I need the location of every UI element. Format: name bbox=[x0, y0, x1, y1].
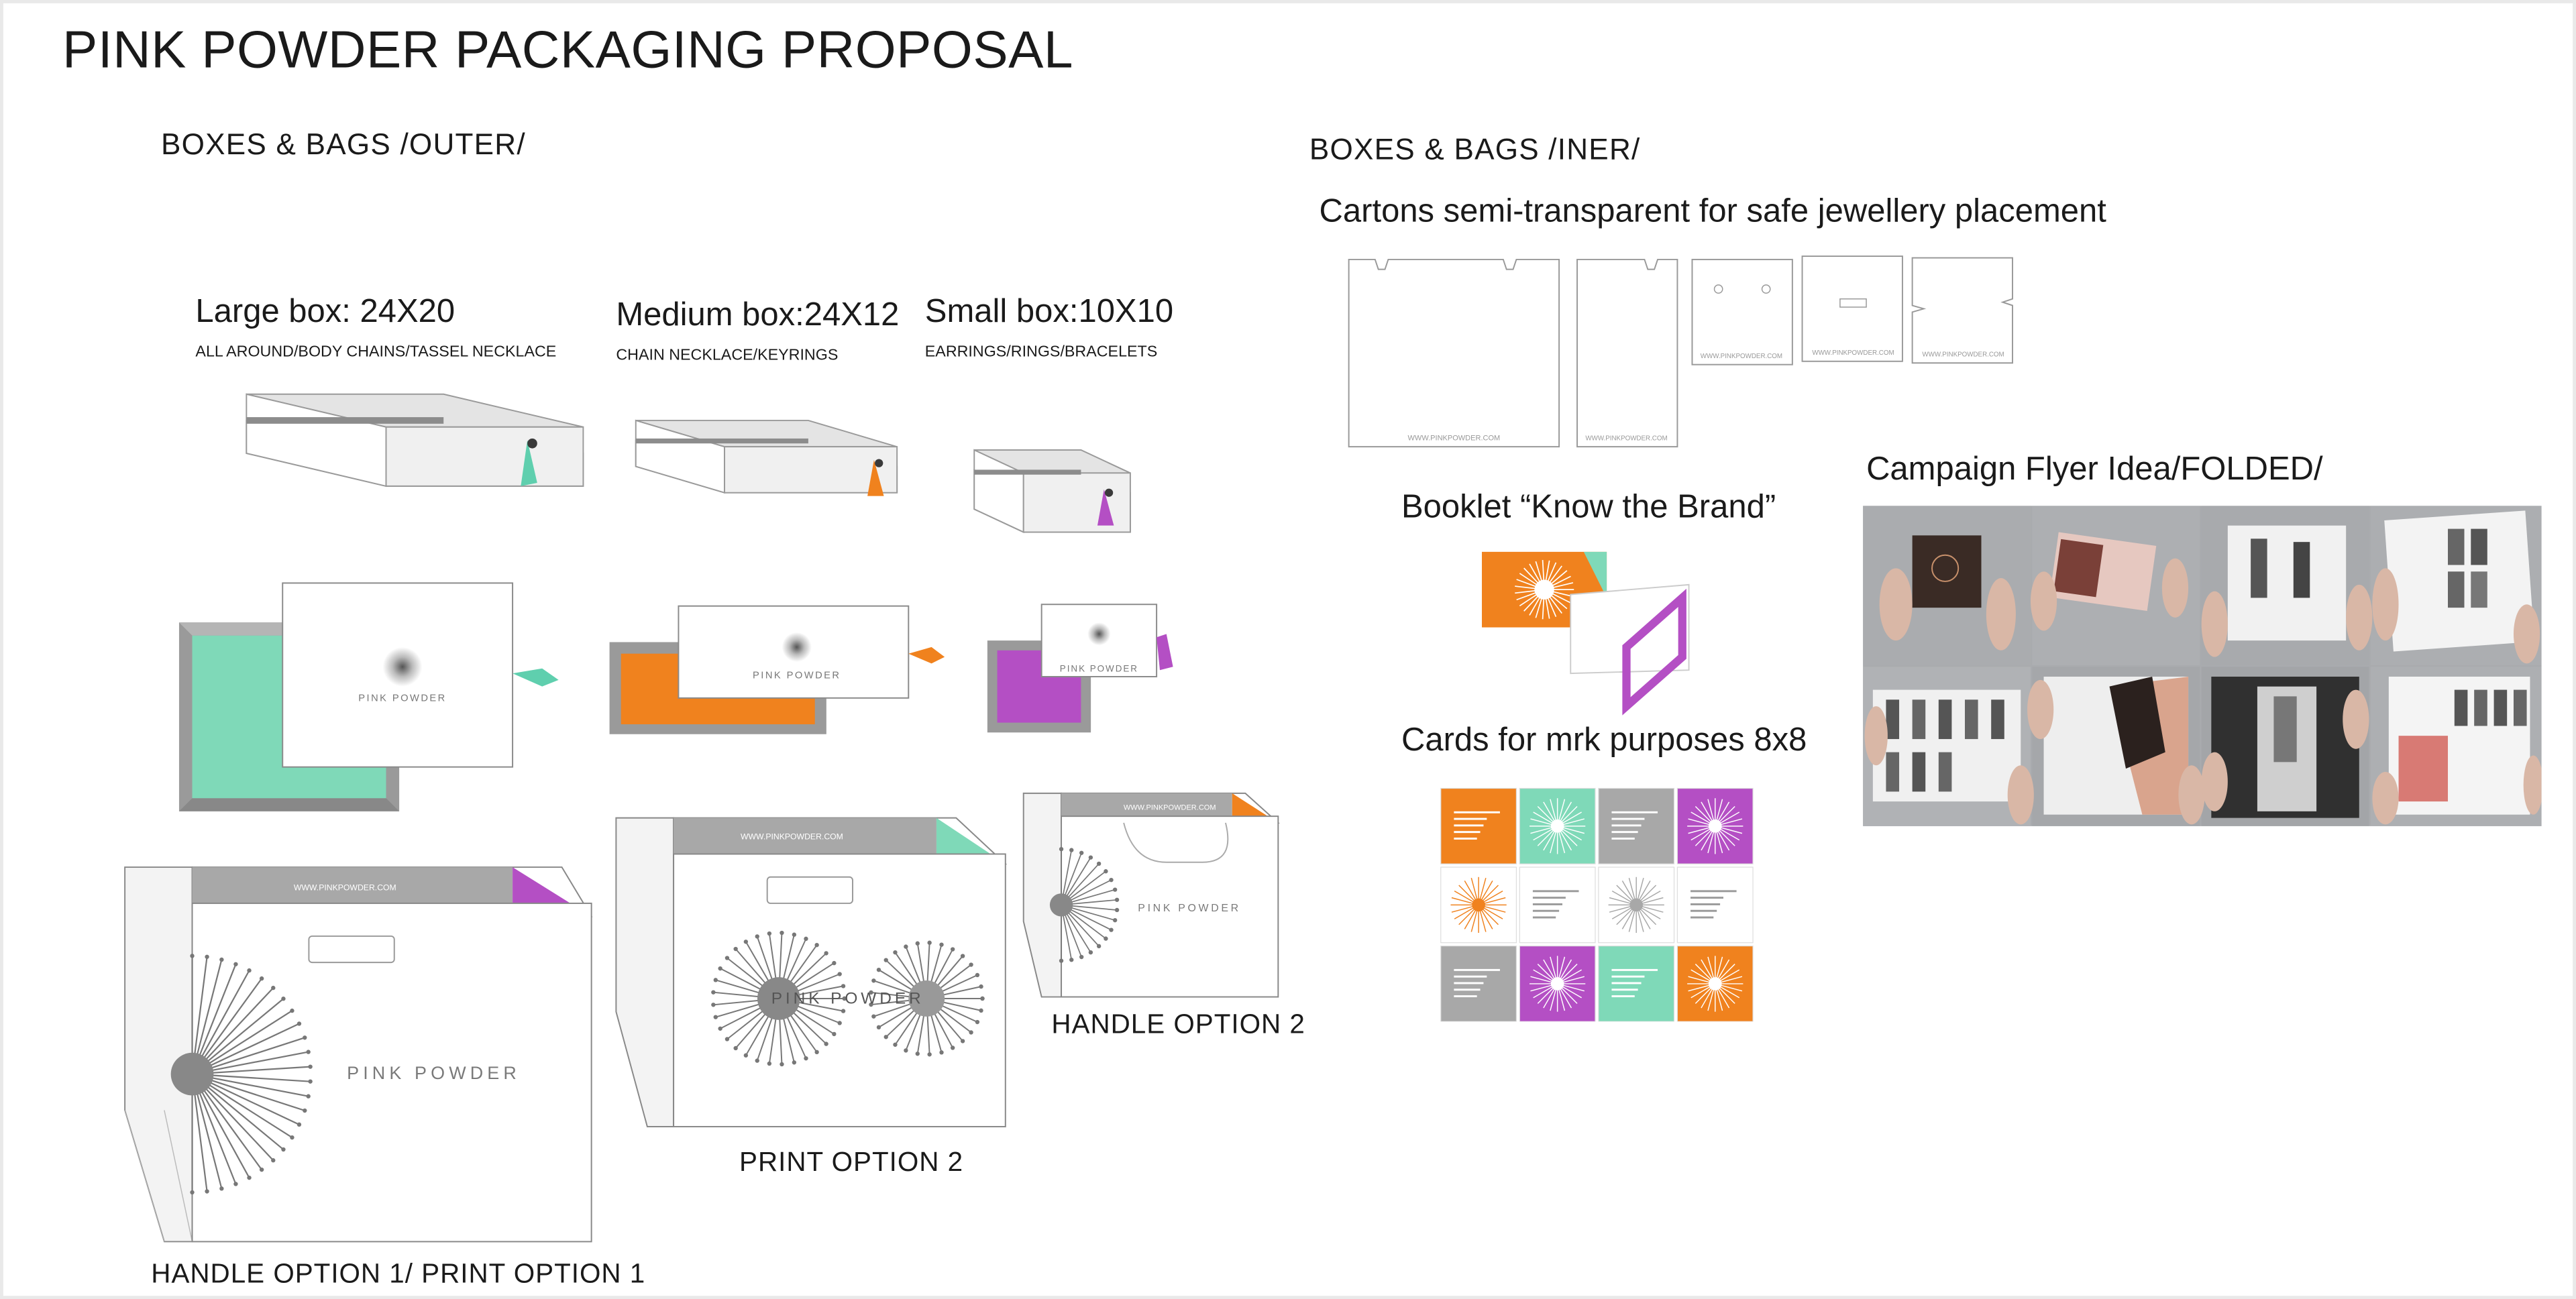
bag-print2: WWW.PINKPOWDER.COM PINK POWDER bbox=[615, 817, 1008, 1127]
large-box-desc: ALL AROUND/BODY CHAINS/TASSEL NECKLACE bbox=[195, 343, 557, 361]
flyer-photo-grid bbox=[1863, 506, 2542, 826]
section-outer-heading: BOXES & BAGS /OUTER/ bbox=[161, 128, 526, 162]
large-box-label: Large box: 24X20 bbox=[195, 294, 455, 331]
bag3-url: WWW.PINKPOWDER.COM bbox=[1124, 803, 1216, 811]
carton5-url: WWW.PINKPOWDER.COM bbox=[1922, 351, 2004, 358]
small-box-open: PINK POWDER bbox=[987, 604, 1173, 733]
bag1-url: WWW.PINKPOWDER.COM bbox=[294, 883, 396, 892]
booklet-label: Booklet “Know the Brand” bbox=[1401, 489, 1776, 526]
small-lid-brand: PINK POWDER bbox=[1060, 664, 1138, 674]
cards-label: Cards for mrk purposes 8x8 bbox=[1401, 722, 1807, 759]
cartons-templates: WWW.PINKPOWDER.COM WWW.PINKPOWDER.COM WW… bbox=[1348, 256, 2014, 448]
page-title: PINK POWDER PACKAGING PROPOSAL bbox=[62, 19, 1073, 79]
small-box-3d bbox=[973, 449, 1131, 534]
bag-handle1-print1: WWW.PINKPOWDER.COM PINK POWDER bbox=[124, 866, 593, 1243]
section-inner-heading: BOXES & BAGS /INER/ bbox=[1309, 133, 1641, 166]
carton3-url: WWW.PINKPOWDER.COM bbox=[1701, 353, 1782, 360]
caption-handle1-print1: HANDLE OPTION 1/ PRINT OPTION 1 bbox=[151, 1259, 646, 1290]
large-box-3d bbox=[246, 393, 584, 488]
medium-box-desc: CHAIN NECKLACE/KEYRINGS bbox=[616, 346, 839, 365]
large-box-open: PINK POWDER bbox=[178, 582, 559, 811]
medium-box-3d bbox=[635, 419, 898, 496]
medium-lid-brand: PINK POWDER bbox=[753, 670, 841, 681]
carton2-url: WWW.PINKPOWDER.COM bbox=[1585, 435, 1667, 442]
small-box-label: Small box:10X10 bbox=[924, 294, 1174, 331]
carton1-url: WWW.PINKPOWDER.COM bbox=[1408, 434, 1501, 442]
bag3-brand: PINK POWDER bbox=[1138, 903, 1241, 914]
cartons-label: Cartons semi-transparent for safe jewell… bbox=[1319, 193, 2106, 230]
bag-handle2: WWW.PINKPOWDER.COM PINK POWDER bbox=[1022, 792, 1280, 998]
medium-box-label: Medium box:24X12 bbox=[616, 297, 900, 334]
bag2-brand: PINK POWDER bbox=[771, 989, 924, 1007]
booklet-mockup bbox=[1481, 551, 1690, 716]
flyer-label: Campaign Flyer Idea/FOLDED/ bbox=[1866, 451, 2323, 488]
caption-handle2: HANDLE OPTION 2 bbox=[1051, 1010, 1305, 1040]
bag1-brand: PINK POWDER bbox=[347, 1063, 521, 1083]
presentation-board: PINK POWDER PACKAGING PROPOSAL BOXES & B… bbox=[3, 3, 2573, 1296]
medium-box-open: PINK POWDER bbox=[609, 605, 945, 734]
carton4-url: WWW.PINKPOWDER.COM bbox=[1812, 349, 1894, 357]
caption-print2: PRINT OPTION 2 bbox=[739, 1147, 964, 1178]
large-lid-brand: PINK POWDER bbox=[358, 693, 446, 704]
bag2-url: WWW.PINKPOWDER.COM bbox=[741, 832, 843, 841]
small-box-desc: EARRINGS/RINGS/BRACELETS bbox=[924, 343, 1158, 361]
cards-grid bbox=[1440, 787, 1754, 1022]
